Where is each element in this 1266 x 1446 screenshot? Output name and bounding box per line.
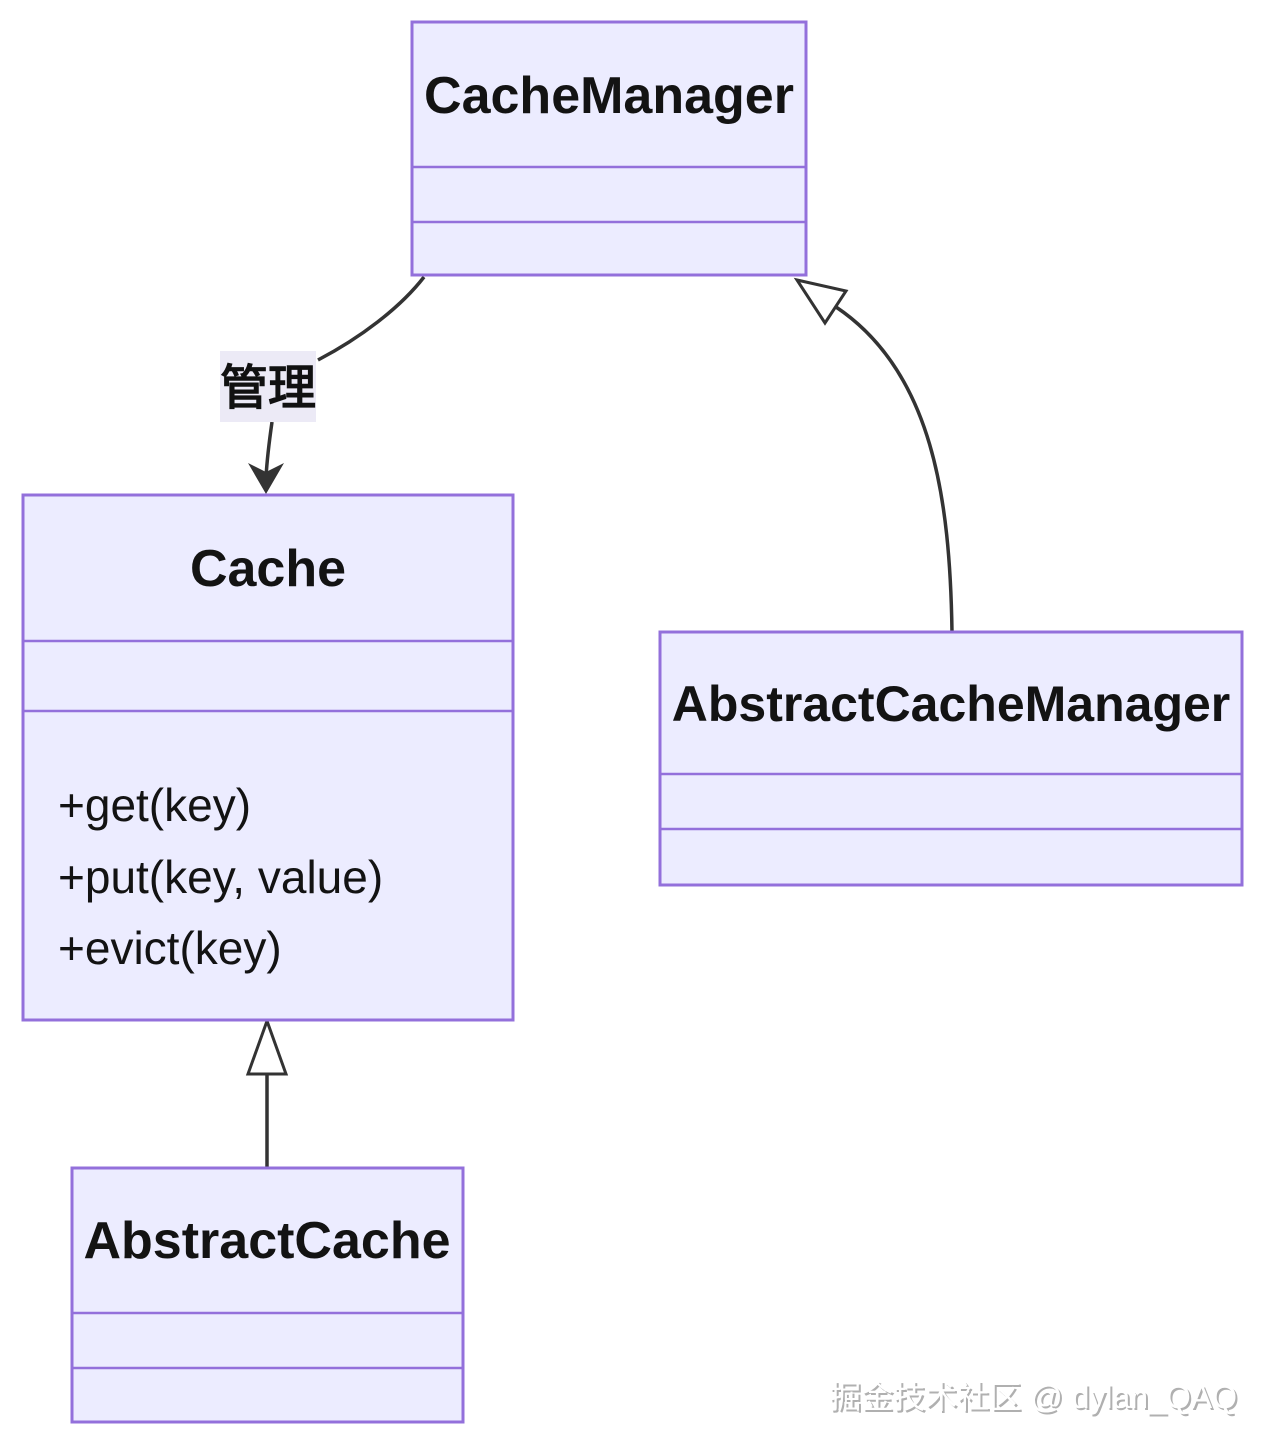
class-box-abstractcache: AbstractCache [70,1166,465,1424]
edge-label-manage: 管理 [220,351,316,422]
class-box-cachemanager: CacheManager [410,20,808,277]
class-rect [410,20,808,277]
watermark-text: 掘金技术社区 @ dylan_QAQ [829,1379,1237,1415]
inheritance-edge-abstractcachemanager [793,277,954,633]
inheritance-edge-line [835,305,954,633]
watermark: 掘金技术社区 @ dylan_QAQ 掘金技术社区 @ dylan_QAQ [829,1379,1239,1417]
association-edge-manage [248,275,426,494]
inheritance-edge-abstractcache [245,1016,289,1168]
class-box-cache: Cache +get(key) +put(key, value) +evict(… [21,493,515,1022]
class-title: AbstractCache [83,1212,450,1270]
class-method-evict: +evict(key) [58,922,282,974]
class-title: Cache [190,540,346,598]
association-edge-segment-upper [317,275,426,362]
edge-label-text: 管理 [220,362,316,415]
class-rect [70,1166,465,1424]
class-method-get: +get(key) [58,779,251,831]
class-rect [21,493,515,1022]
association-edge-segment-lower [264,421,274,478]
class-method-put: +put(key, value) [58,851,383,903]
inheritance-triangle-icon [793,277,849,326]
class-box-abstractcachemanager: AbstractCacheManager [658,630,1244,887]
class-title: AbstractCacheManager [672,676,1231,732]
watermark-shadow-text: 掘金技术社区 @ dylan_QAQ [831,1381,1239,1417]
edge-label-background [220,351,316,422]
class-rect [658,630,1244,887]
association-arrowhead [248,463,284,494]
inheritance-triangle-icon [245,1016,289,1076]
class-title: CacheManager [424,67,794,125]
